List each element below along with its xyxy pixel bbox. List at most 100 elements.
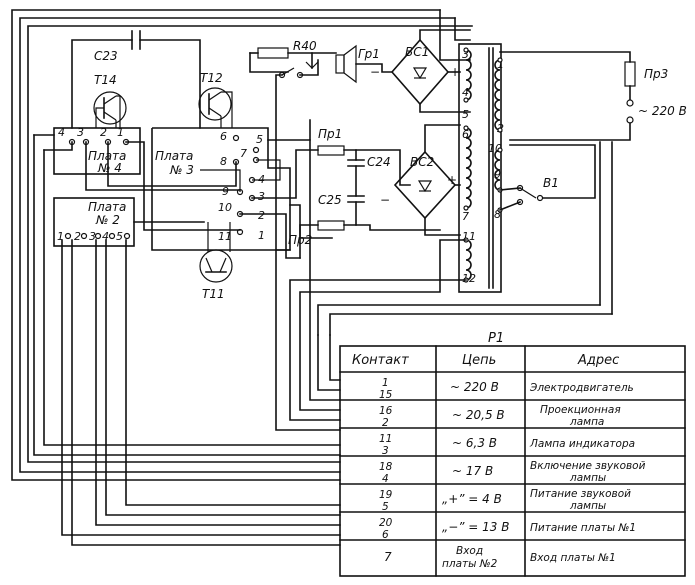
board-3: Плата № 3 6 5 8 7 9 4 3 2 1 10 11	[151, 127, 291, 251]
row2-circuit: ~ 20,5 В	[452, 408, 505, 422]
row7-circuit-b: платы №2	[442, 558, 498, 570]
row6-circuit: „−” = 13 В	[442, 520, 510, 534]
tr-tap-9: 9	[494, 168, 501, 181]
b1-label: В1	[543, 176, 559, 190]
bridge-bc2: ВС2	[393, 124, 461, 236]
tr-tap-7: 7	[462, 210, 469, 223]
bc1-minus: −	[370, 65, 380, 79]
row3-circuit: ~ 6,3 В	[452, 436, 497, 450]
filter-group: Пр1 С24 С25 Пр2 − +	[288, 127, 457, 259]
row7-contact: 7	[384, 550, 392, 564]
board3-number: № 3	[169, 163, 194, 177]
bc2-label: ВС2	[410, 155, 434, 169]
tr-tap-3: 3	[462, 48, 469, 61]
gr1-label: Гр1	[358, 47, 380, 61]
table-header-address: Адрес	[577, 353, 619, 368]
board4-pin-2: 2	[100, 126, 107, 139]
row4-address-b: лампы	[569, 472, 606, 484]
row2-address-b: лампа	[569, 416, 604, 428]
board3-pin-3: 3	[258, 190, 265, 203]
bc2-minus: −	[380, 193, 390, 207]
row5-circuit: „+” = 4 В	[442, 492, 502, 506]
row1-circuit: ~ 220 В	[450, 380, 499, 394]
row7-address: Вход платы №1	[530, 552, 616, 564]
row1-contact-a: 1	[382, 377, 389, 389]
board3-pin-11: 11	[218, 230, 232, 243]
row5-contact-a: 19	[379, 489, 393, 501]
board4-number: № 4	[97, 161, 122, 175]
mains-group: Пр3 ~ 220 В В1	[498, 51, 687, 315]
board4-pin-4: 4	[58, 126, 65, 139]
row7-circuit-a: Вход	[456, 545, 483, 557]
board4-pin-1: 1	[117, 126, 124, 139]
board3-pin-9: 9	[222, 185, 229, 198]
board3-pin-7: 7	[240, 147, 247, 160]
row6-contact-a: 20	[379, 517, 393, 529]
pr3-label: Пр3	[644, 67, 668, 81]
row1-contact-b: 15	[379, 389, 393, 401]
tr-tap-5: 5	[462, 108, 469, 121]
bc2-plus: +	[447, 173, 457, 187]
p1-label: Р1	[488, 331, 504, 346]
table-header-contact: Контакт	[352, 353, 409, 368]
transistor-t14: Т14	[93, 73, 127, 128]
board3-pin-6: 6	[220, 130, 227, 143]
row5-contact-b: 5	[382, 501, 389, 513]
t14-label: Т14	[94, 73, 117, 87]
board3-pin-1: 1	[258, 229, 265, 242]
row3-address: Лампа индикатора	[529, 438, 635, 450]
c25-label: С25	[318, 193, 342, 207]
harness-wires	[11, 9, 473, 546]
r40-gr1-group: R40 Гр1	[249, 39, 380, 251]
board-wires	[33, 119, 333, 259]
capacitor-c23: С23	[71, 30, 201, 129]
board2-number: № 2	[95, 213, 120, 227]
board-4: 4 3 2 1 Плата № 4	[53, 126, 141, 175]
board2-pin-2: 2	[74, 230, 81, 243]
board-2: Плата № 2 1 2 3 4 5	[53, 197, 135, 247]
transformer: 3 4 5 6 7 11 12 1 2 10 9 8	[458, 43, 504, 293]
row3-contact-a: 11	[379, 433, 392, 445]
row5-address-a: Питание звуковой	[530, 488, 631, 500]
board3-pin-2: 2	[258, 209, 265, 222]
table-header-circuit: Цепь	[462, 353, 496, 368]
board3-pin-5: 5	[256, 133, 263, 146]
board3-label: Плата	[155, 149, 193, 163]
t12-label: Т12	[200, 71, 223, 85]
connector-p1-table: Р1 Контакт Цепь Адрес 1 15 ~ 220 В Элект…	[339, 331, 686, 577]
row4-circuit: ~ 17 В	[452, 464, 493, 478]
row6-contact-b: 6	[382, 529, 389, 541]
transistor-t11: Т11	[199, 222, 233, 301]
row6-address: Питание платы №1	[530, 522, 636, 534]
mains-label: ~ 220 В	[638, 104, 687, 118]
pr1-label: Пр1	[318, 127, 342, 141]
row4-contact-b: 4	[382, 473, 389, 485]
tr-tap-8: 8	[494, 208, 501, 221]
c24-label: С24	[367, 155, 391, 169]
row2-contact-b: 2	[382, 417, 389, 429]
board2-pin-5: 5	[116, 230, 123, 243]
board3-pin-8: 8	[220, 155, 227, 168]
board4-label: Плата	[88, 149, 126, 163]
row1-address: Электродвигатель	[529, 382, 634, 394]
tr-tap-6: 6	[462, 128, 469, 141]
board2-label: Плата	[88, 200, 126, 214]
tr-tap-1: 1	[497, 58, 504, 71]
transistor-t12: Т12	[198, 71, 233, 128]
r40-label: R40	[293, 39, 317, 53]
row5-address-b: лампы	[569, 500, 606, 512]
tr-tap-4: 4	[462, 86, 469, 99]
board4-pin-3: 3	[77, 126, 84, 139]
row4-address-a: Включение звуковой	[530, 460, 646, 472]
bc1-label: ВС1	[405, 45, 429, 59]
row4-contact-a: 18	[379, 461, 393, 473]
board2-pin-4: 4	[102, 230, 109, 243]
t11-label: Т11	[202, 287, 225, 301]
row3-contact-b: 3	[382, 445, 389, 457]
connector-harness	[275, 139, 613, 431]
board2-pin-3: 3	[89, 230, 96, 243]
row2-address-a: Проекционная	[540, 404, 621, 416]
board3-pin-10: 10	[218, 201, 232, 214]
c23-label: С23	[94, 49, 118, 63]
